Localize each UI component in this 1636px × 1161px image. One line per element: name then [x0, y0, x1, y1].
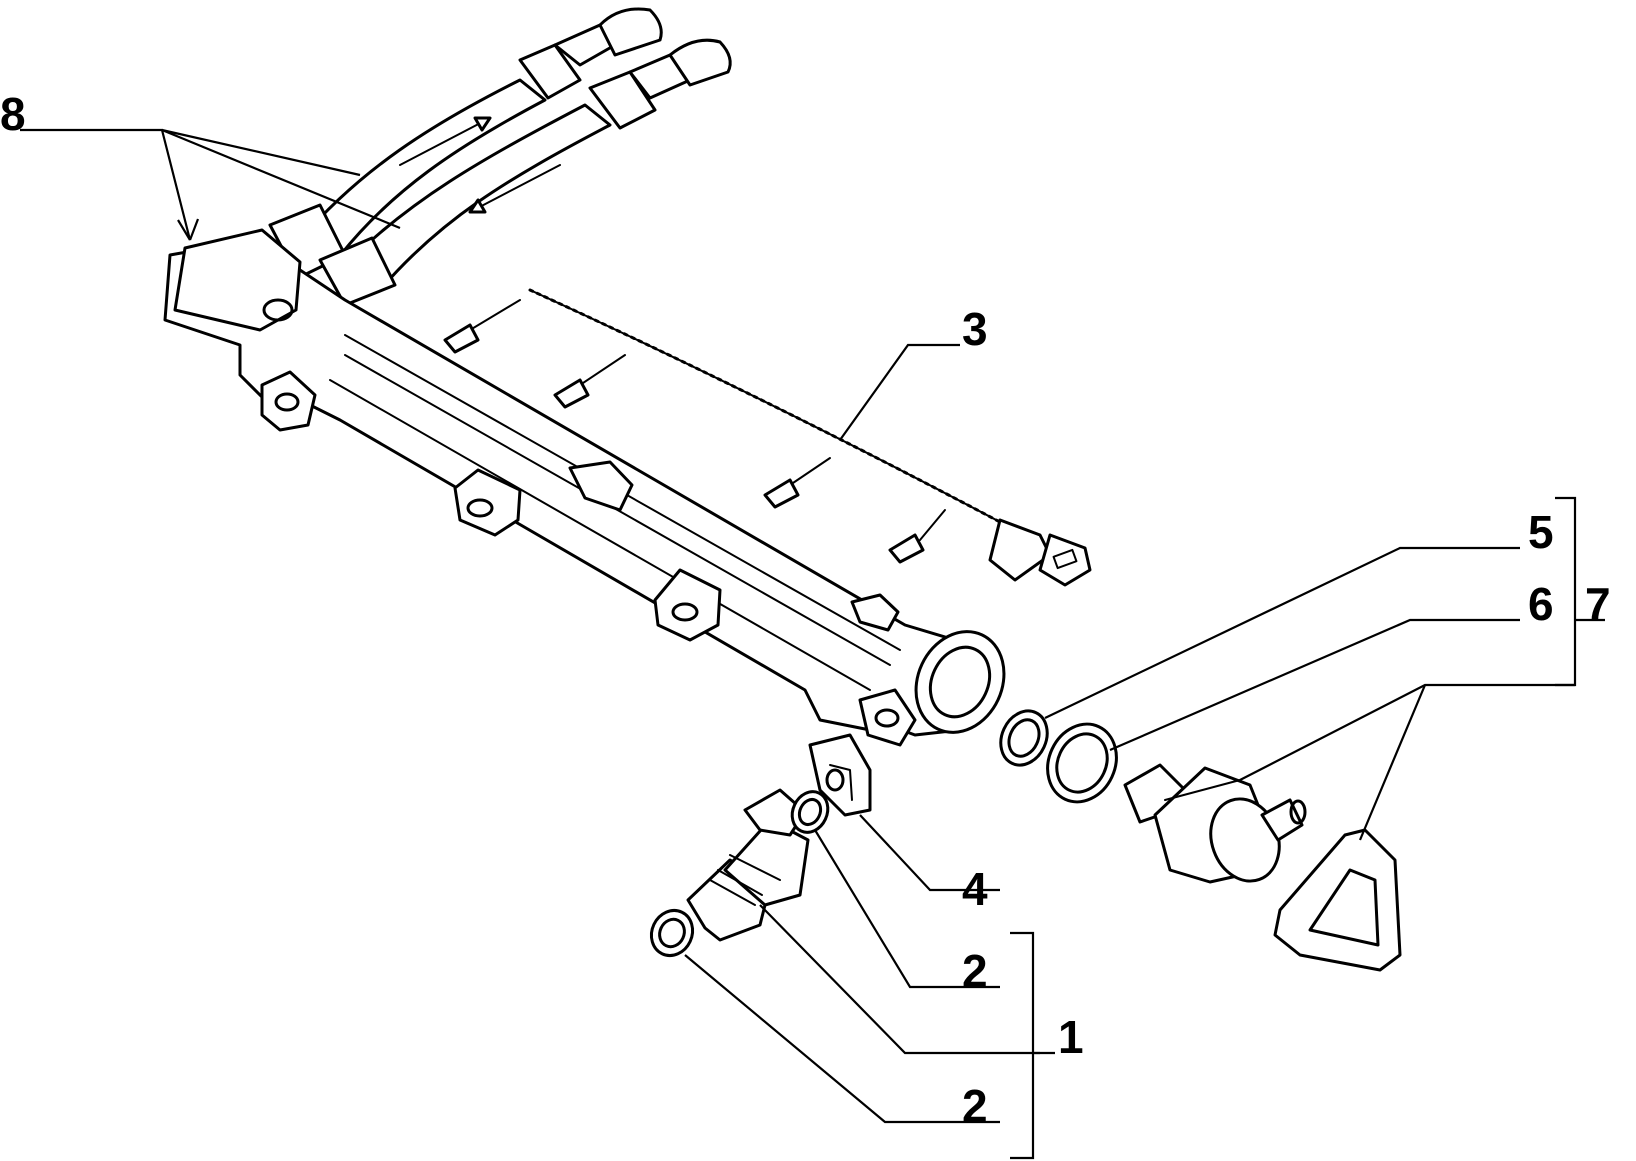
wiring-harness [443, 288, 1092, 587]
callout-1: 1 [1058, 1011, 1084, 1063]
seals [999, 709, 1118, 804]
pressure-regulator [1123, 763, 1307, 884]
fuel-rail [163, 228, 1006, 747]
callout-labels: 8 3 5 6 7 4 2 1 2 [0, 88, 1611, 1132]
callout-6: 6 [1528, 578, 1554, 630]
callout-4: 4 [962, 863, 988, 915]
injector-clip [808, 733, 872, 817]
injector-group [649, 788, 830, 957]
leader-lines [20, 128, 1605, 1160]
callout-2-upper: 2 [962, 945, 988, 997]
callout-2-lower: 2 [962, 1080, 988, 1132]
callout-3: 3 [962, 303, 988, 355]
fuel-hoses [268, 7, 732, 307]
callout-8: 8 [0, 88, 26, 140]
callout-7: 7 [1585, 578, 1611, 630]
callout-5: 5 [1528, 506, 1554, 558]
regulator-bracket [1273, 828, 1402, 972]
